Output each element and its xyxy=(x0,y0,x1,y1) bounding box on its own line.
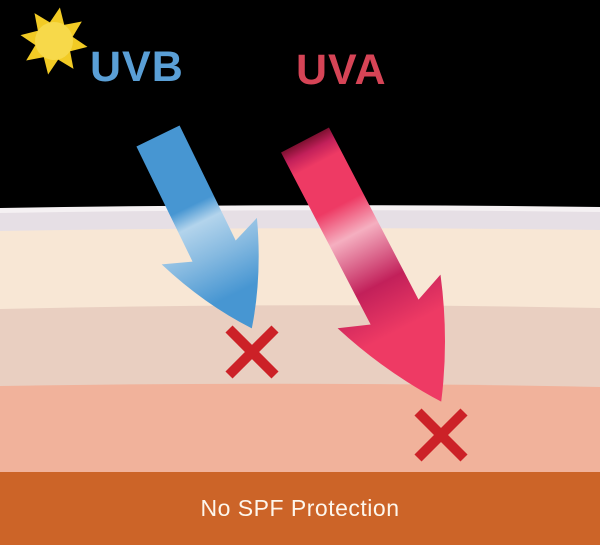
caption-bar: No SPF Protection xyxy=(0,472,600,545)
uva-depth-x-mark xyxy=(414,408,468,462)
uvb-arrow xyxy=(136,125,259,329)
uvb-depth-x-mark xyxy=(225,325,279,379)
sun-icon xyxy=(20,7,88,75)
uva-arrow xyxy=(281,127,445,402)
skin-layers xyxy=(0,205,600,472)
caption-text: No SPF Protection xyxy=(200,495,400,521)
uva-label: UVA xyxy=(296,46,387,94)
uvb-label: UVB xyxy=(90,43,184,91)
